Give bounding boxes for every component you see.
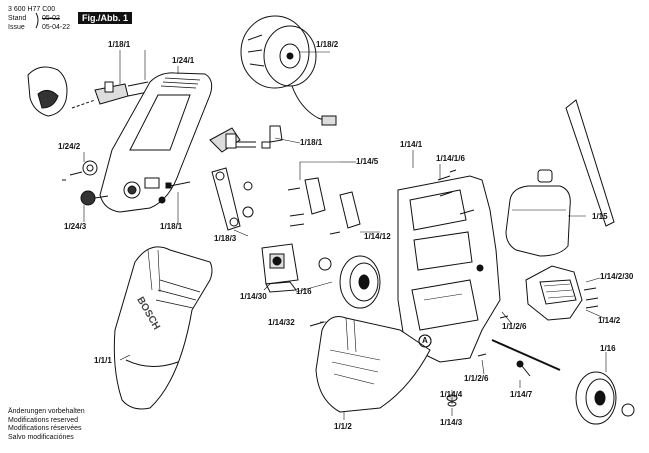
wheel-right xyxy=(575,371,635,425)
label-1-18-1-low: 1/18/1 xyxy=(160,222,183,231)
main-frame xyxy=(397,175,501,363)
label-1-14-2-30: 1/14/2/30 xyxy=(600,272,634,281)
trigger-shell-part xyxy=(27,66,68,117)
front-cover xyxy=(113,246,213,410)
handle-housing xyxy=(99,72,213,213)
label-1-18-2: 1/18/2 xyxy=(316,40,339,49)
small-screw-a xyxy=(165,181,191,189)
label-1-14-4: 1/14/4 xyxy=(440,390,463,399)
label-1-1-2-6-right: 1/1/2/6 xyxy=(502,322,527,331)
label-1-14-12: 1/14/12 xyxy=(364,232,391,241)
label-1-14-2: 1/14/2 xyxy=(598,316,621,325)
stand-value: 05-02 xyxy=(42,15,60,22)
foot-screw xyxy=(516,360,531,377)
issue-label: Issue xyxy=(8,24,25,31)
footer-notes: Änderungen vorbehalten Modifications res… xyxy=(8,408,85,442)
label-1-14-3: 1/14/3 xyxy=(440,418,463,427)
pump-block xyxy=(261,243,299,293)
lever-part xyxy=(211,167,254,231)
label-1-14-1: 1/14/1 xyxy=(400,140,423,149)
marker-a-circle xyxy=(418,334,432,348)
label-1-14-32: 1/14/32 xyxy=(268,318,295,327)
label-1-14-1-6: 1/14/1/6 xyxy=(436,154,465,163)
side-screws xyxy=(309,315,509,357)
axle-rod xyxy=(491,339,561,371)
label-1-18-1-top: 1/18/1 xyxy=(108,40,131,49)
label-1-18-1-mid: 1/18/1 xyxy=(300,138,323,147)
allen-key-tool xyxy=(565,99,615,227)
frame-screws xyxy=(437,169,475,215)
label-1-16-right: 1/16 xyxy=(600,344,616,353)
footer-line-de: Änderungen vorbehalten xyxy=(8,408,85,415)
clip-parts xyxy=(287,177,361,235)
label-1-1-2: 1/1/2 xyxy=(334,422,352,431)
label-1-24-2: 1/24/2 xyxy=(58,142,81,151)
issue-value: 05-04-22 xyxy=(42,24,71,31)
label-1-16-left: 1/16 xyxy=(296,287,312,296)
valve-assembly xyxy=(209,125,283,153)
trigger-part xyxy=(71,81,149,109)
footer-line-fr: Modifications réservées xyxy=(8,425,82,432)
detergent-tank xyxy=(505,169,571,257)
base-tray xyxy=(315,316,431,413)
footer-line-es: Salvo modificaciónes xyxy=(8,433,74,441)
label-1-14-7: 1/14/7 xyxy=(510,390,533,399)
stand-label: Stand xyxy=(8,15,27,22)
label-1-15: 1/15 xyxy=(592,212,608,221)
hose-reel xyxy=(240,15,337,126)
figure-tag: Fig./Abb. 1 xyxy=(78,12,132,24)
label-1-18-3: 1/18/3 xyxy=(214,234,237,243)
marker-a: A xyxy=(422,336,428,345)
label-1-24-1: 1/24/1 xyxy=(172,56,195,65)
label-1-1-2-6-left: 1/1/2/6 xyxy=(464,374,489,383)
label-1-14-30: 1/14/30 xyxy=(240,292,267,301)
motor-cover xyxy=(525,265,599,321)
footer-line-en: Modifications reserved xyxy=(8,416,79,424)
label-1-14-5: 1/14/5 xyxy=(356,157,379,166)
label-1-24-3: 1/24/3 xyxy=(64,222,87,231)
screw-knob-parts xyxy=(62,160,109,206)
doc-number: 3 600 H77 C00 xyxy=(8,6,56,13)
small-screw-b xyxy=(158,196,166,204)
wheel-left xyxy=(318,255,381,309)
label-1-1-1: 1/1/1 xyxy=(94,356,112,365)
